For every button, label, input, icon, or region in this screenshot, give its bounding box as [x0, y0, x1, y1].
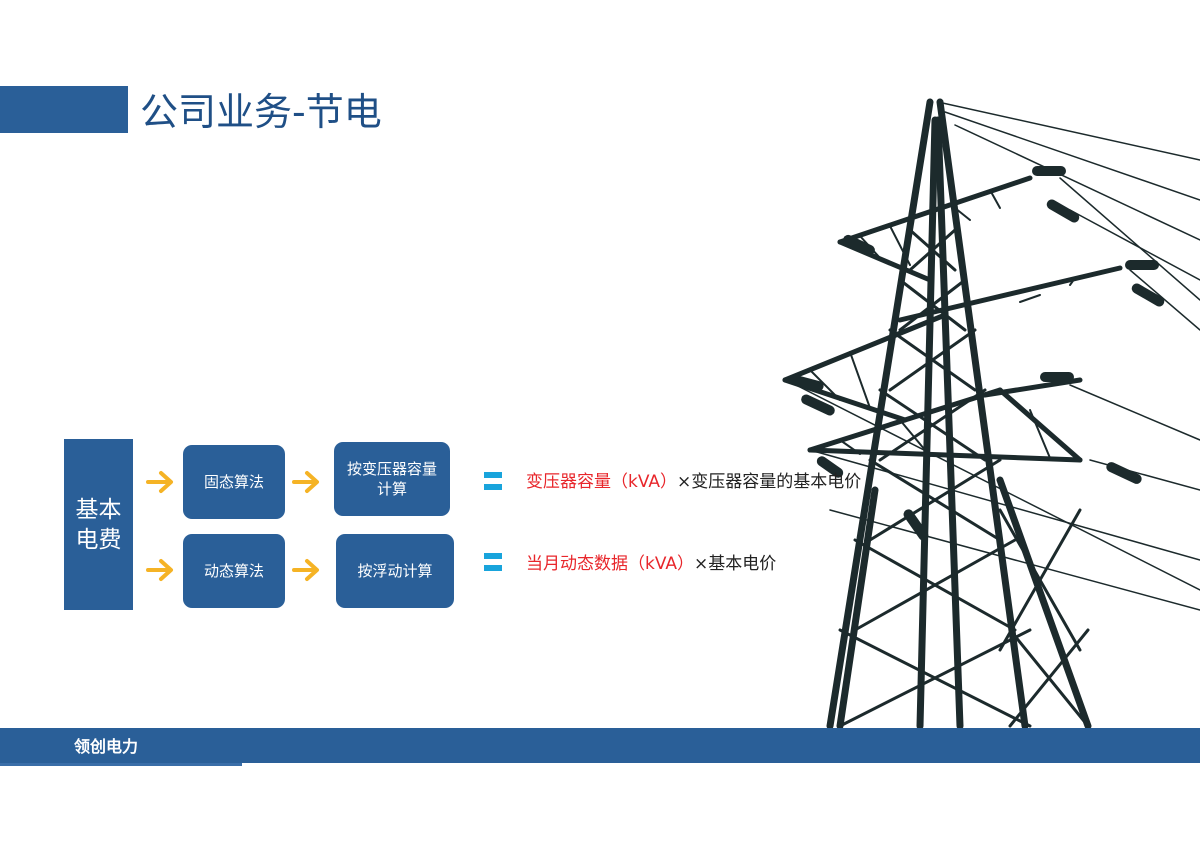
power-tower-image — [782, 98, 1200, 730]
basis-box: 按浮动计算 — [336, 534, 454, 608]
formula: 变压器容量（kVA）×变压器容量的基本电价 — [526, 470, 861, 494]
basic-fee-box: 基本电费 — [64, 439, 133, 610]
formula: 当月动态数据（kVA）×基本电价 — [526, 552, 776, 576]
arrow-right-icon — [292, 559, 319, 581]
footer-company: 领创电力 — [74, 737, 139, 756]
footer-underline — [0, 763, 242, 766]
title-accent-bar — [0, 86, 128, 133]
formula-highlight: 变压器容量（kVA） — [526, 472, 678, 492]
basis-label: 按变压器容量计算 — [346, 460, 437, 498]
page-title: 公司业务-节电 — [140, 90, 382, 134]
method-label: 固态算法 — [203, 473, 264, 491]
formula-rest: ×基本电价 — [694, 554, 777, 574]
method-label: 动态算法 — [203, 562, 264, 580]
basic-fee-label: 基本电费 — [75, 496, 122, 553]
arrow-right-icon — [292, 471, 319, 493]
formula-rest: ×变压器容量的基本电价 — [677, 472, 862, 492]
formula-highlight: 当月动态数据（kVA） — [526, 554, 695, 574]
method-box: 动态算法 — [183, 534, 285, 608]
footer-bar — [0, 728, 1200, 763]
basis-label: 按浮动计算 — [357, 562, 433, 580]
arrow-right-icon — [146, 559, 173, 581]
equals-icon — [484, 472, 502, 494]
method-box: 固态算法 — [183, 445, 285, 519]
arrow-right-icon — [146, 471, 173, 493]
basis-box: 按变压器容量计算 — [334, 442, 450, 516]
equals-icon — [484, 553, 502, 575]
